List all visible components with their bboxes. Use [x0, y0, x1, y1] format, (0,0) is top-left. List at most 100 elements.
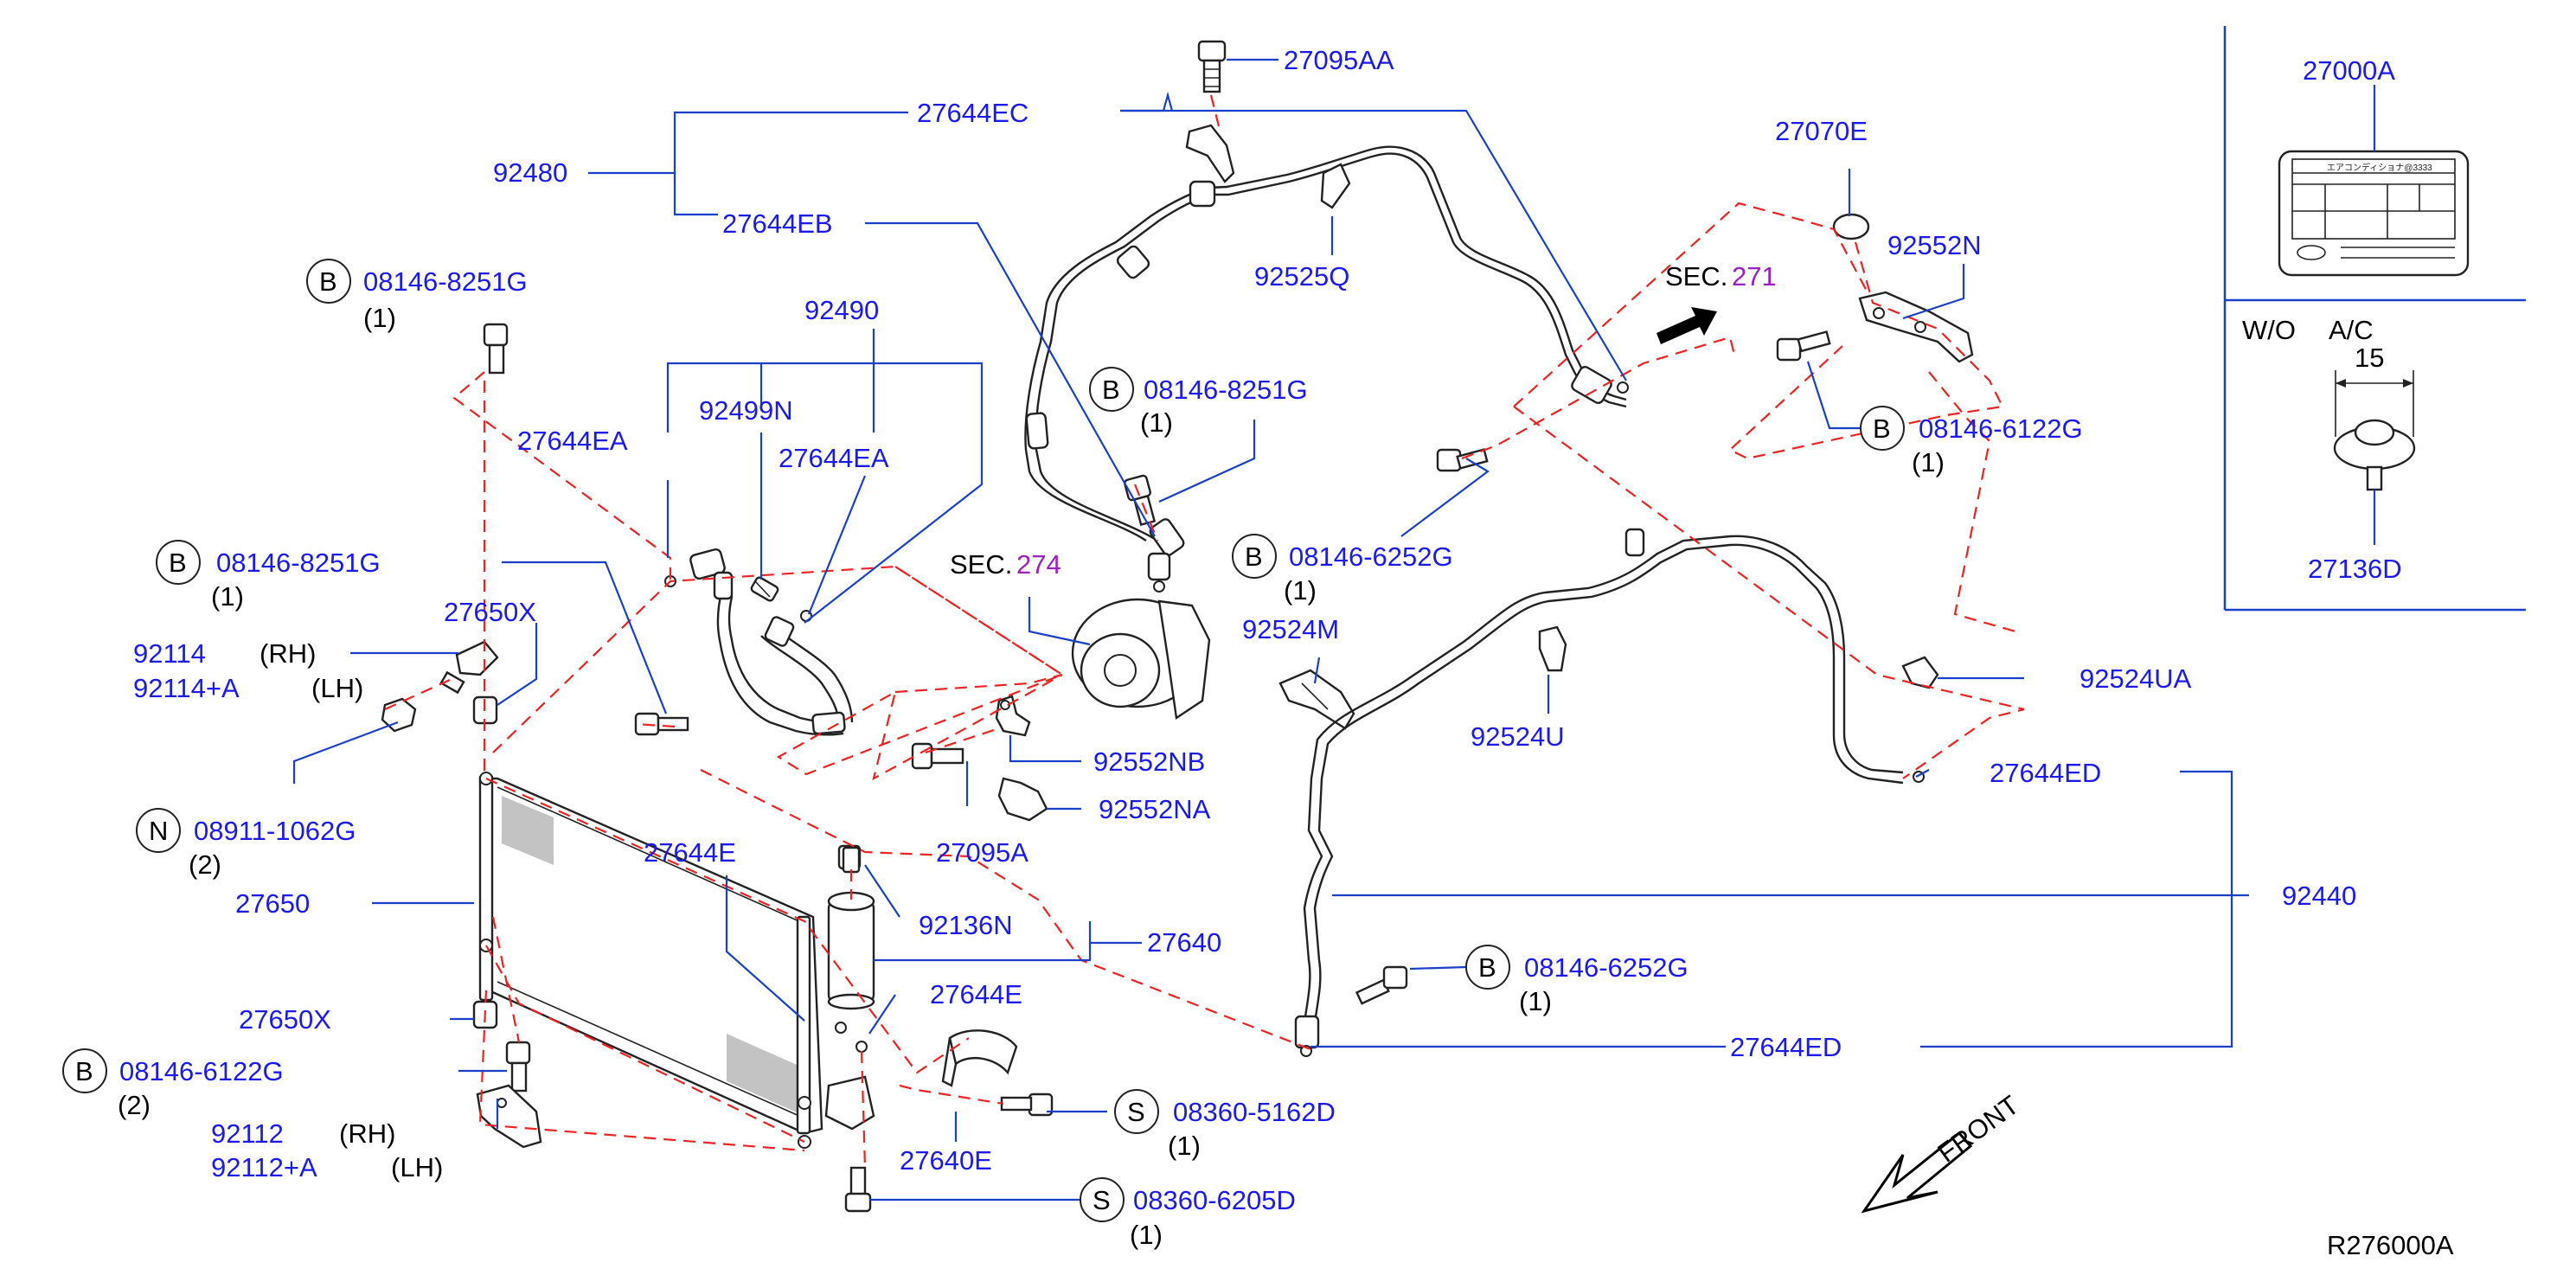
sec271-number: 271: [1732, 261, 1777, 292]
sec271-arrow: [1656, 307, 1717, 344]
side-lh-2: (LH): [391, 1152, 443, 1182]
clip-92524UA: [1901, 656, 1939, 689]
grommet-27136D: [2333, 370, 2416, 491]
part-08360-5162D: 08360-5162D: [1173, 1097, 1336, 1127]
badge-b-5: B: [1873, 413, 1891, 444]
dimension-15: 15: [2355, 343, 2384, 373]
compressor: [1071, 552, 1211, 721]
part-27095AA: 27095AA: [1284, 45, 1394, 75]
sec271-prefix: SEC.: [1665, 261, 1727, 292]
part-27644ED-bot: 27644ED: [1730, 1032, 1842, 1062]
badge-n-1: N: [149, 816, 168, 846]
sec274-number: 274: [1016, 549, 1061, 580]
part-08146-8251G-top: 08146-8251G: [363, 266, 528, 297]
badge-s-2: S: [1093, 1185, 1111, 1215]
part-92440: 92440: [2282, 881, 2356, 911]
part-27644EA-left: 27644EA: [517, 426, 628, 456]
cap-27070E: [1832, 213, 1870, 240]
receiver-drier-27640: [824, 844, 875, 1131]
qty-5162: (1): [1168, 1131, 1201, 1161]
diagram-code: R276000A: [2327, 1230, 2454, 1260]
qty-6252-top: (1): [1284, 575, 1317, 606]
part-08911-1062G: 08911-1062G: [194, 816, 356, 846]
bolt-08146-6122G-right: [1776, 330, 1831, 362]
part-27644E-top: 27644E: [644, 837, 736, 868]
bolt-08146-8251G-mid: [1124, 474, 1157, 527]
ac-label: A/C: [2329, 315, 2374, 345]
qty-8251-mid: (1): [1140, 407, 1173, 438]
part-92136N: 92136N: [919, 910, 1013, 940]
clip-92525Q: [1320, 163, 1351, 209]
bracket-27640E: [941, 1029, 1018, 1087]
part-27000A: 27000A: [2303, 55, 2395, 86]
part-27644EC: 27644EC: [917, 98, 1028, 128]
part-27640E: 27640E: [900, 1145, 992, 1176]
bolt-27095AA: [1197, 40, 1227, 93]
qty-8251-top: (1): [363, 303, 396, 333]
part-27650X-bot: 27650X: [239, 1004, 331, 1035]
part-27644E-bot: 27644E: [930, 979, 1022, 1009]
badge-circles: [62, 259, 1905, 1222]
front-label: FRONT: [1932, 1090, 2025, 1169]
valve-92499N: [750, 576, 779, 602]
part-27644EB: 27644EB: [722, 208, 833, 239]
bolt-08146-6252G-bot: [1355, 965, 1408, 1005]
front-arrow: [1861, 1131, 1973, 1214]
part-27136D: 27136D: [2308, 554, 2402, 584]
sec274-prefix: SEC.: [950, 549, 1012, 580]
part-92499N: 92499N: [699, 395, 793, 426]
part-92114A: 92114+A: [133, 673, 240, 703]
part-27640: 27640: [1147, 927, 1221, 958]
part-92552N: 92552N: [1887, 230, 1982, 260]
part-08146-8251G-left: 08146-8251G: [216, 548, 381, 578]
qty-6205: (1): [1130, 1220, 1163, 1250]
badge-b-2: B: [1102, 375, 1120, 405]
part-08146-6252G-bot: 08146-6252G: [1524, 952, 1688, 983]
part-92524U: 92524U: [1471, 721, 1565, 752]
qty-6122-right: (1): [1912, 447, 1945, 477]
clip-92524U: [1538, 625, 1567, 672]
bracket-92114: [439, 640, 499, 695]
bolt-27095A: [911, 742, 964, 770]
part-08146-6122G-left: 08146-6122G: [119, 1056, 284, 1086]
part-92112: 92112: [211, 1118, 284, 1149]
clip-92524M: [1278, 669, 1355, 730]
side-rh-1: (RH): [260, 638, 316, 669]
bracket-92552NA: [997, 777, 1048, 822]
bolt-08146-8251G-top: [483, 323, 509, 375]
badge-b-4: B: [1245, 541, 1263, 572]
qty-1062: (2): [189, 849, 221, 880]
ac-label-plate: エアコンディショナ@3333: [2278, 150, 2470, 277]
part-27095A: 27095A: [936, 837, 1028, 868]
qty-6122-left: (2): [118, 1090, 151, 1120]
side-rh-2: (RH): [339, 1118, 395, 1149]
bracket-92552N: [1858, 291, 1974, 363]
part-27650: 27650: [235, 888, 310, 919]
dashed-guides: [384, 94, 2025, 1169]
part-08146-8251G-mid: 08146-8251G: [1144, 375, 1308, 405]
bolt-08360-5162D: [1000, 1093, 1054, 1117]
part-92552NA: 92552NA: [1099, 794, 1211, 824]
part-27650X-top: 27650X: [444, 597, 536, 627]
part-08146-6122G-right: 08146-6122G: [1919, 413, 2083, 444]
side-lh-1: (LH): [311, 673, 363, 703]
part-27644EA-right: 27644EA: [779, 443, 889, 473]
bolt-92136N: [842, 846, 861, 874]
part-92490: 92490: [804, 295, 879, 325]
label-plate-text: エアコンディショナ@3333: [2327, 162, 2432, 173]
bracket-92112: [476, 1084, 542, 1149]
badge-b-1: B: [319, 266, 337, 297]
high-pressure-pipe: [1024, 145, 1629, 556]
bolt-08146-6252G-top: [1436, 448, 1489, 472]
part-08360-6205D: 08360-6205D: [1133, 1185, 1296, 1215]
inset-frame: [2223, 26, 2526, 612]
wo-label: W/O: [2242, 315, 2296, 345]
low-pressure-pipe-92440: [1294, 528, 1925, 1057]
condenser-27650: [478, 772, 823, 1149]
part-27070E: 27070E: [1775, 116, 1868, 146]
bracket-27644EC: [1185, 124, 1235, 183]
bolt-08360-6205D: [844, 1166, 872, 1213]
part-92524M: 92524M: [1242, 614, 1339, 644]
part-92480: 92480: [493, 157, 567, 188]
qty-6252-bot: (1): [1519, 986, 1552, 1016]
